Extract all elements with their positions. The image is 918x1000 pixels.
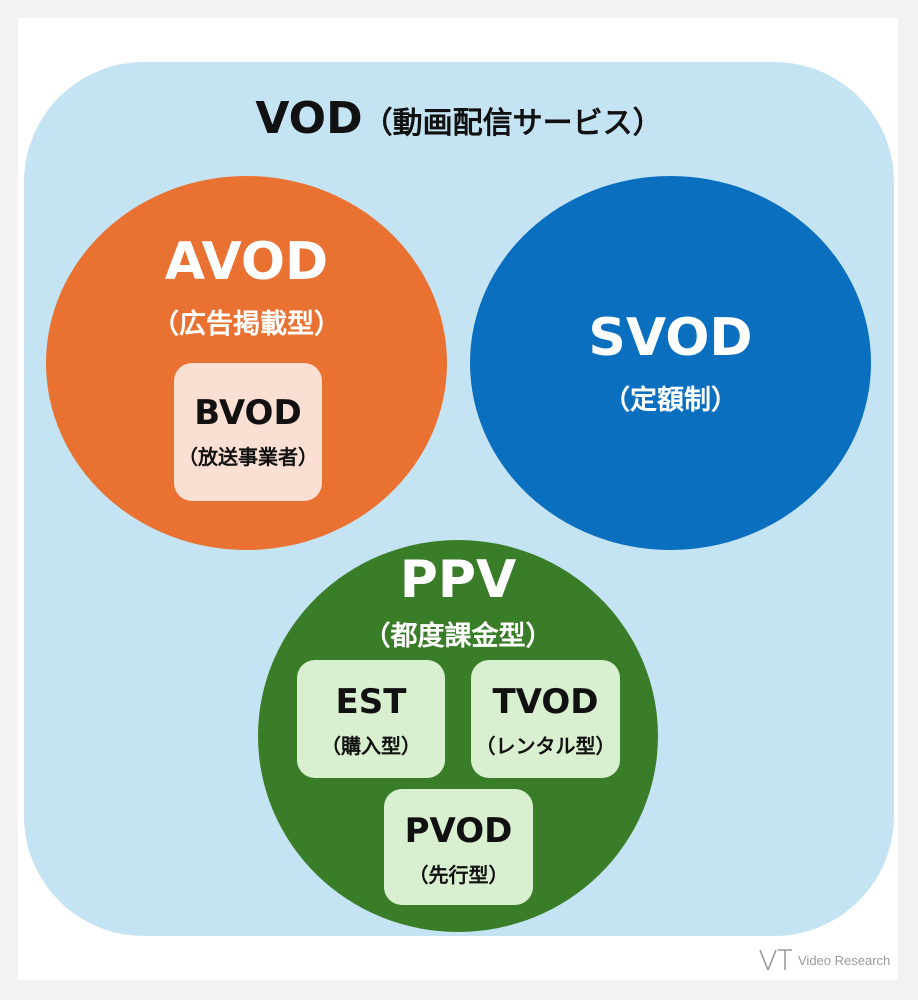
tvod-subtitle: （レンタル型）: [475, 734, 616, 758]
bvod-title: BVOD: [194, 393, 302, 433]
avod-title: AVOD: [164, 232, 329, 292]
tvod-title: TVOD: [492, 682, 599, 722]
est-title: EST: [335, 682, 407, 722]
tvod-box: TVOD （レンタル型）: [471, 660, 620, 778]
bvod-box: BVOD （放送事業者）: [174, 363, 322, 501]
vod-title: VOD: [255, 93, 363, 144]
ppv-title: PPV: [399, 550, 517, 610]
video-research-logo-icon: [759, 949, 792, 971]
svod-title: SVOD: [588, 308, 753, 368]
avod-circle: AVOD （広告掲載型）: [46, 176, 447, 550]
avod-subtitle: （広告掲載型）: [152, 309, 341, 340]
pvod-box: PVOD （先行型）: [384, 789, 533, 905]
vod-heading: VOD（動画配信サービス）: [0, 93, 918, 144]
est-box: EST （購入型）: [297, 660, 445, 778]
est-subtitle: （購入型）: [321, 734, 421, 758]
svod-circle: SVOD （定額制）: [470, 176, 871, 550]
bvod-subtitle: （放送事業者）: [178, 445, 318, 469]
brand-name: Video Research: [798, 953, 891, 968]
pvod-title: PVOD: [404, 811, 513, 851]
svod-subtitle: （定額制）: [603, 385, 738, 416]
ppv-subtitle: （都度課金型）: [363, 621, 553, 652]
pvod-subtitle: （先行型）: [408, 863, 509, 887]
vod-subtitle: （動画配信サービス）: [362, 106, 663, 141]
